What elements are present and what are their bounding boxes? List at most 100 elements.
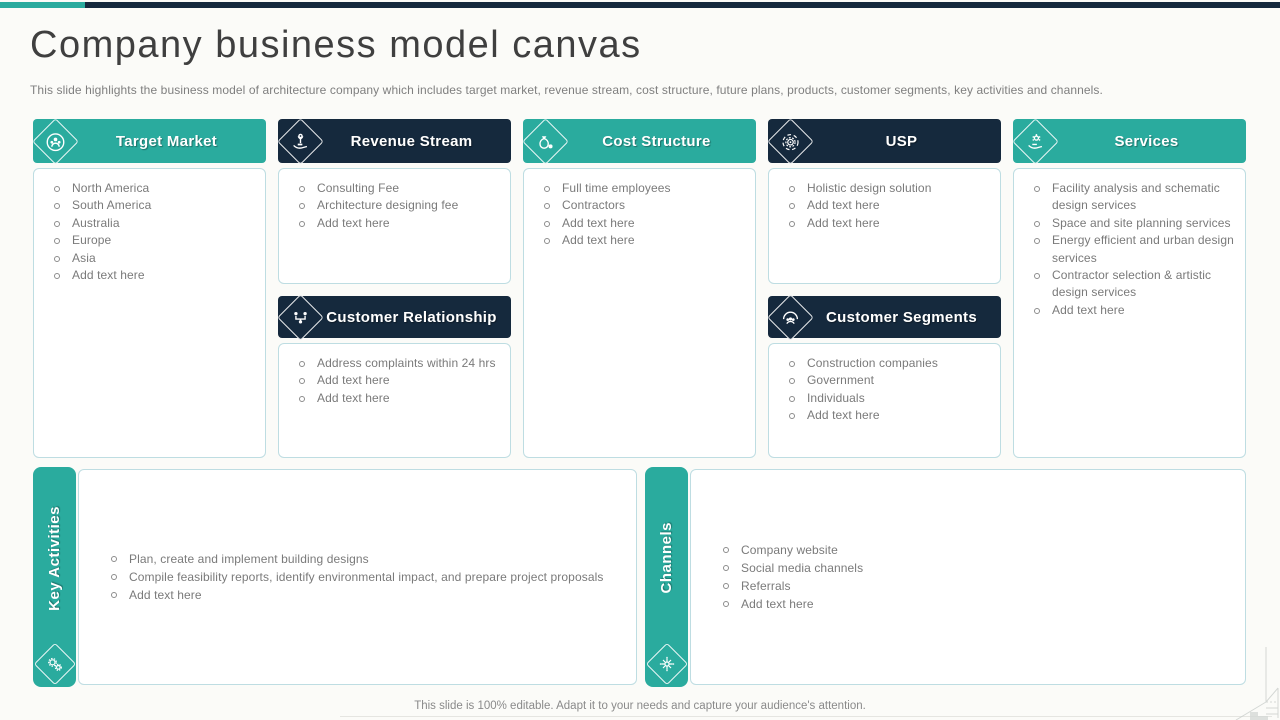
list-item: Space and site planning services [1030,215,1235,232]
bullet-icon [544,186,550,192]
target-market-title: Target Market [115,132,218,150]
column-services: Services Facility analysis and schematic… [1012,117,1246,458]
top-accent-teal-segment [0,2,85,8]
list-item: Social media channels [719,559,1229,577]
target-market-list: North America South America Australia [50,180,255,284]
list-item: Holistic design solution [785,180,990,197]
services-list: Facility analysis and schematic design s… [1030,180,1235,319]
list-item: Facility analysis and schematic design s… [1030,180,1235,215]
channels-label-wrap: Channels [645,467,688,649]
list-item: Add text here [295,372,500,389]
column-usp: USP Holistic design solution Add text he… [767,117,1001,458]
list-item: Government [785,372,990,389]
channels-label: Channels [658,522,675,594]
channels-bar: Channels [645,467,688,687]
list-item: Plan, create and implement building desi… [107,550,620,568]
column-target-market: Target Market North America South Americ… [32,117,266,458]
usp-diamond [767,117,814,165]
list-item: Add text here [50,267,255,284]
channels-list: Company website Social media channels Re… [719,541,1229,613]
services-header: Services [1012,117,1246,165]
architecture-sketch-decoration [1235,647,1279,720]
services-title: Services [1114,132,1179,150]
bullet-icon [54,220,60,227]
cost-structure-title: Cost Structure [602,132,711,150]
list-item: Construction companies [785,355,990,372]
list-item: Add text here [719,595,1229,613]
bullet-icon [54,186,60,192]
footer-divider [340,716,1272,717]
bullet-icon [544,220,550,227]
bullet-icon [789,361,795,367]
bullet-icon [299,203,305,210]
list-item: North America [50,180,255,197]
cost-structure-diamond [522,117,569,165]
list-item: Add text here [785,197,990,214]
bullet-icon [789,220,795,227]
bullet-icon [789,203,795,210]
list-item: Individuals [785,390,990,407]
channels-diamond [645,642,688,686]
key-activities-box: Plan, create and implement building desi… [78,469,637,685]
customer-relationship-box: Address complaints within 24 hrs Add tex… [278,343,511,458]
target-market-box: North America South America Australia [33,168,266,458]
target-market-diamond [32,117,79,165]
bullet-icon [1034,220,1040,227]
list-item: Energy efficient and urban design servic… [1030,232,1235,267]
list-item: Consulting Fee [295,180,500,197]
bullet-icon [54,238,60,245]
revenue-stream-header: Revenue Stream [277,117,511,165]
customer-segments-diamond [767,293,814,341]
bullet-icon [789,186,795,192]
bullet-icon [299,395,305,402]
list-item: Full time employees [540,180,745,197]
usp-icon [780,130,802,152]
usp-list: Holistic design solution Add text here A… [785,180,990,232]
page-title: Company business model canvas [30,24,642,66]
footer-note: This slide is 100% editable. Adapt it to… [414,700,866,712]
list-item: South America [50,197,255,214]
bullet-icon [299,220,305,227]
bullet-icon [54,203,60,210]
key-activities-label: Key Activities [46,505,63,611]
revenue-stream-box: Consulting Fee Architecture designing fe… [278,168,511,284]
cost-structure-icon [535,130,557,152]
bullet-icon [1034,307,1040,314]
bullet-icon [789,378,795,385]
bullet-icon [544,238,550,245]
cost-structure-header: Cost Structure [522,117,756,165]
customer-relationship-icon [290,306,312,328]
column-cost-structure: Cost Structure Full time employees Contr… [522,117,756,458]
bullet-icon [723,547,729,553]
bullet-icon [54,255,60,262]
customer-relationship-title: Customer Relationship [326,308,497,326]
target-market-icon [45,130,67,152]
bullet-icon [299,186,305,192]
bullet-icon [1034,273,1040,280]
customer-segments-list: Construction companies Government Indivi… [785,355,990,425]
bullet-icon [723,565,729,571]
list-item: Add text here [540,232,745,249]
list-item: Add text here [540,215,745,232]
list-item: Referrals [719,577,1229,595]
services-icon [1025,130,1047,152]
list-item: Add text here [785,407,990,424]
network-hub-icon [657,654,677,674]
usp-header: USP [767,117,1001,165]
list-item: Company website [719,541,1229,559]
target-market-header: Target Market [32,117,266,165]
list-item: Add text here [785,215,990,232]
bullet-icon [1034,238,1040,245]
bullet-icon [111,556,117,562]
customer-relationship-list: Address complaints within 24 hrs Add tex… [295,355,500,407]
bullet-icon [111,592,117,598]
list-item: Contractors [540,197,745,214]
list-item: Add text here [107,586,620,604]
bullet-icon [789,395,795,402]
usp-title: USP [885,132,918,150]
key-activities-label-wrap: Key Activities [33,467,76,649]
list-item: Architecture designing fee [295,197,500,214]
customer-segments-title: Customer Segments [826,308,977,326]
page-subtitle: This slide highlights the business model… [30,83,1103,97]
